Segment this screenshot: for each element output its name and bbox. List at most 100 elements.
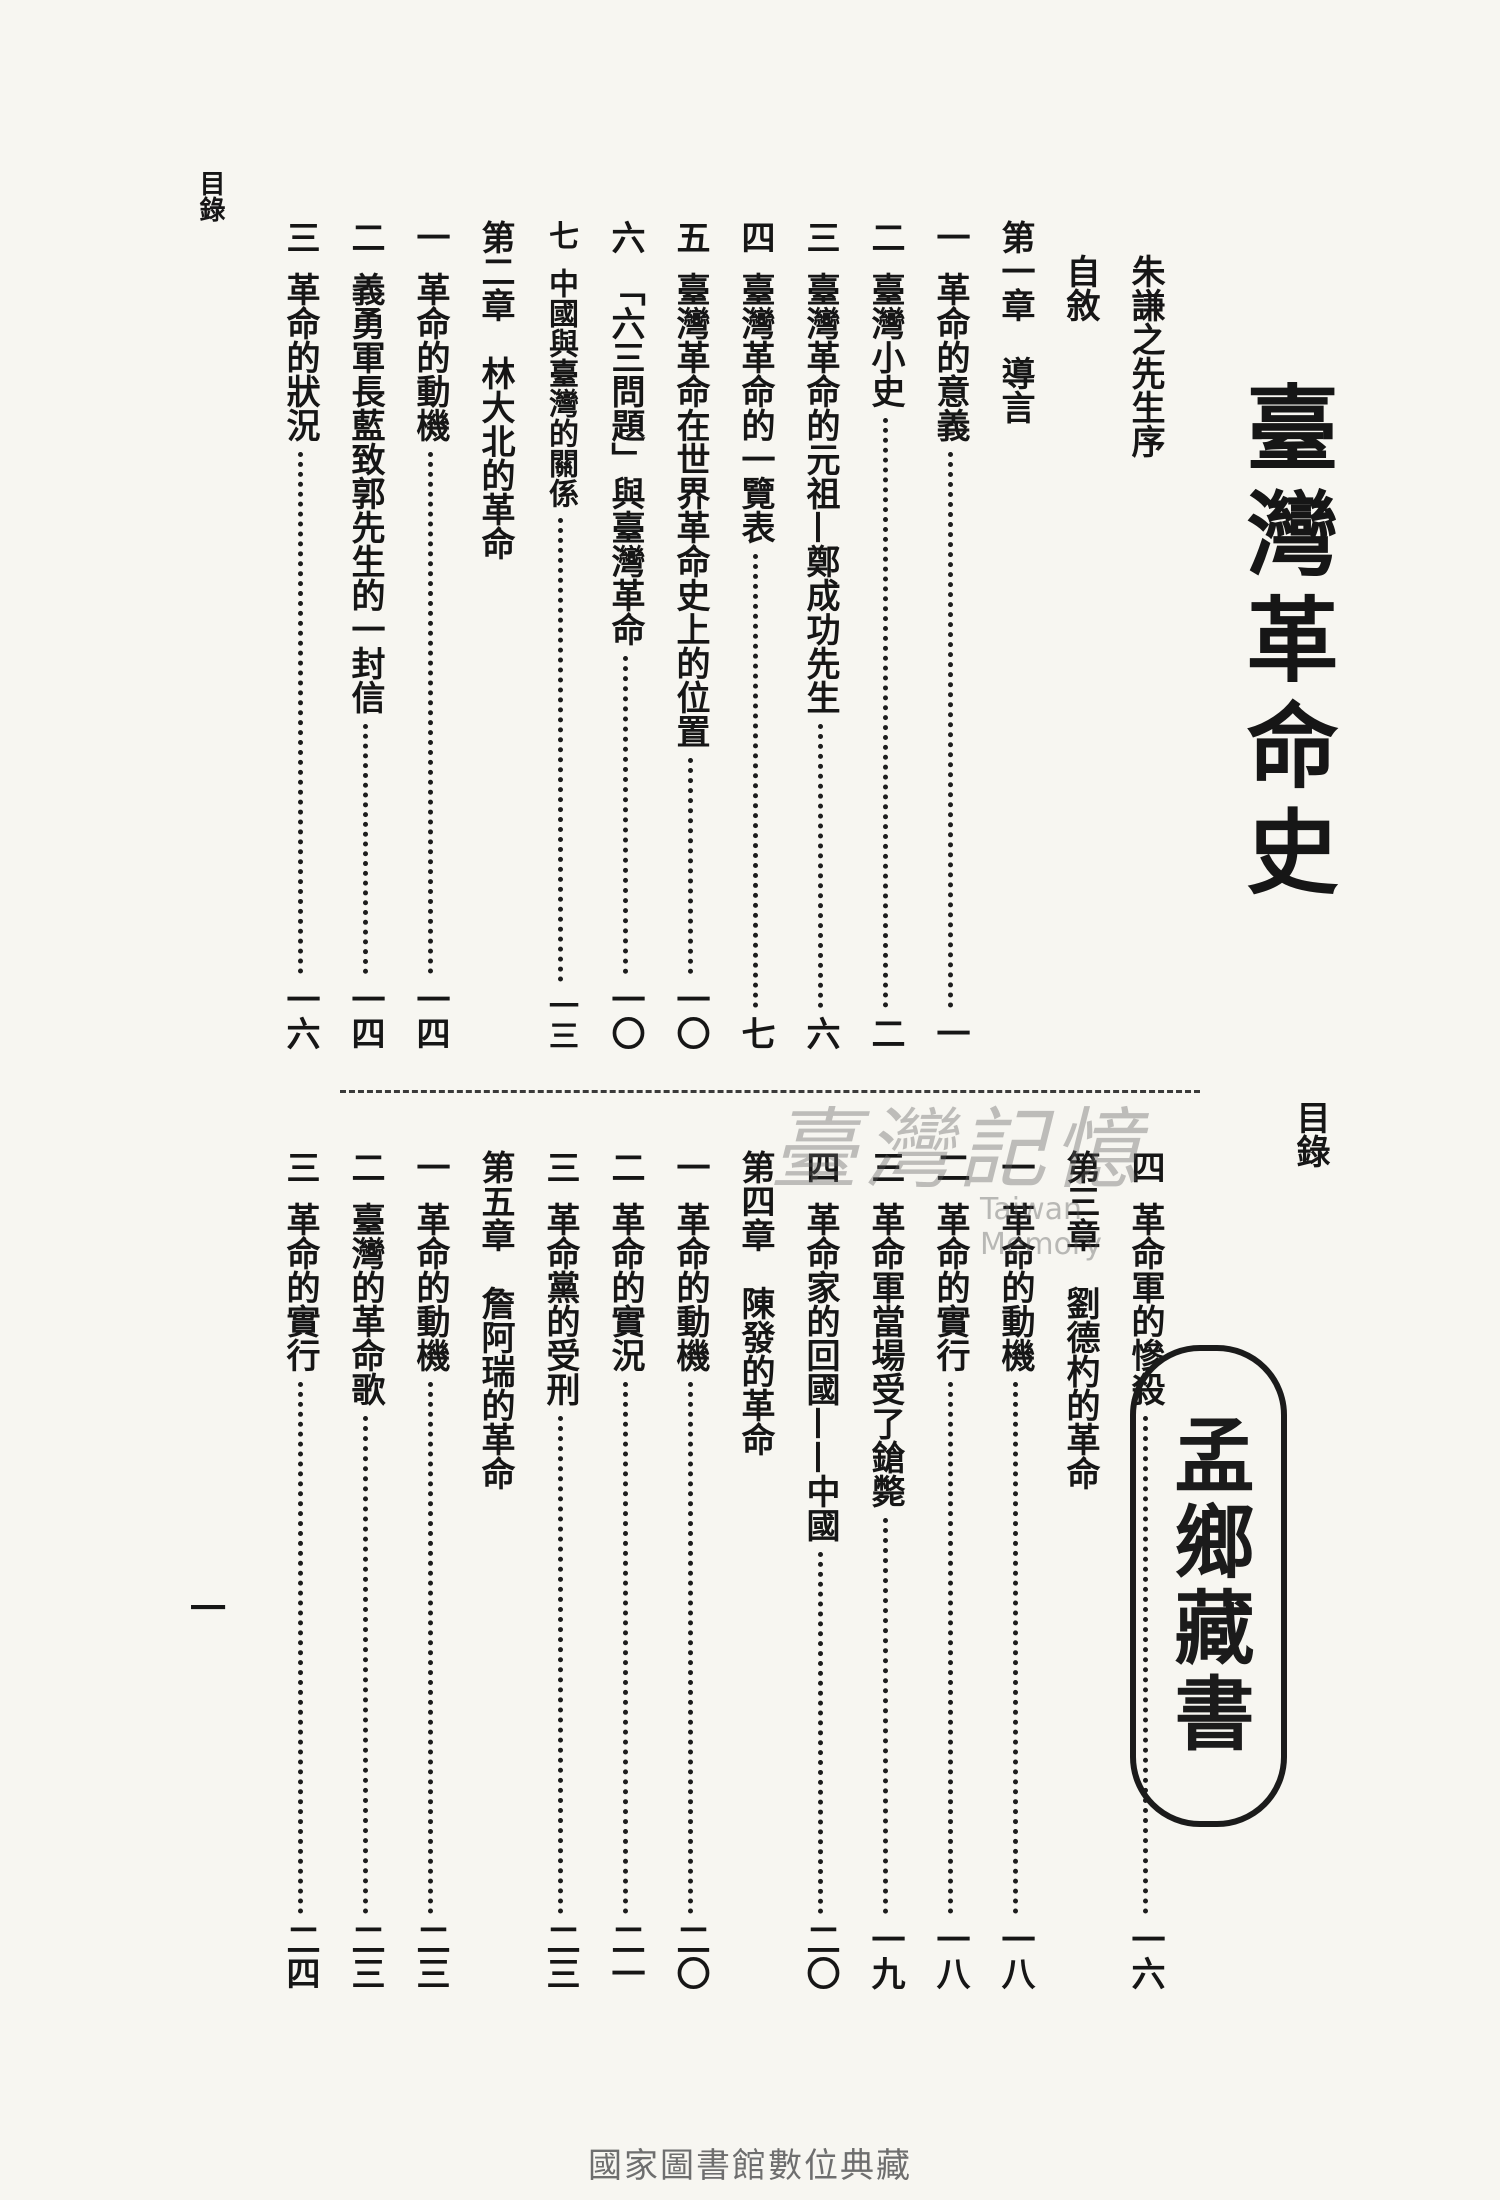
entry-title: 革命的動機	[410, 272, 450, 442]
entry-title: 導言	[995, 356, 1035, 424]
dot-leader	[557, 518, 563, 982]
entry-title: 革命黨的受刑	[540, 1202, 580, 1406]
collector-seal: 孟鄉藏書	[1130, 1345, 1287, 1827]
entry-page-number: 六	[800, 1016, 840, 1050]
toc-entry: 二臺灣小史二	[865, 220, 905, 1050]
entry-title: 革命的動機	[995, 1202, 1035, 1372]
entry-page-number: 二一	[605, 1922, 645, 1990]
dot-leader	[362, 1416, 368, 1914]
dot-leader	[622, 656, 628, 974]
dot-leader	[817, 1552, 823, 1914]
entry-number: 三	[280, 220, 320, 254]
dot-leader	[947, 1382, 953, 1914]
entry-title: 詹阿瑞的革命	[475, 1286, 515, 1490]
chapter-heading: 第二章林大北的革命	[475, 220, 515, 560]
entry-title: 革命家的回國——中國	[800, 1202, 840, 1542]
chapter-heading: 朱謙之先生序	[1125, 220, 1165, 458]
footer-credit: 國家圖書館數位典藏	[588, 2146, 912, 2186]
entry-title: 革命軍當場受了鎗斃	[865, 1202, 905, 1508]
book-title: 臺灣革命史	[1231, 380, 1339, 910]
toc-entry: 三臺灣革命的元祖—鄭成功先生六	[800, 220, 840, 1050]
entry-title: 革命的實況	[605, 1202, 645, 1372]
entry-title: 臺灣的革命歌	[345, 1202, 385, 1406]
dot-leader	[817, 724, 823, 1008]
entry-title: 陳發的革命	[735, 1286, 775, 1456]
entry-number: 四	[800, 1150, 840, 1184]
entry-number: 一	[995, 1150, 1035, 1184]
dot-leader	[362, 724, 368, 974]
entry-number: 五	[670, 220, 710, 254]
entry-number: 一	[410, 1150, 450, 1184]
entry-title: 朱謙之先生序	[1125, 254, 1165, 458]
entry-number: 三	[800, 220, 840, 254]
dot-leader	[882, 418, 888, 1008]
dot-leader	[427, 1382, 433, 1914]
entry-number: 六	[605, 220, 645, 254]
entry-page-number: 一六	[1125, 1922, 1165, 1990]
entry-page-number: 二〇	[670, 1922, 710, 1990]
toc-entry: 一革命的動機二三	[410, 1150, 450, 1990]
entry-number: 第五章	[475, 1150, 515, 1252]
toc-entry: 三革命軍當場受了鎗斃一九	[865, 1150, 905, 1990]
dot-leader	[1142, 1416, 1148, 1914]
dot-leader	[297, 1382, 303, 1914]
toc-entry: 三革命的狀況一六	[280, 220, 320, 1050]
entry-title: 革命的意義	[930, 272, 970, 442]
entry-number: 二	[345, 1150, 385, 1184]
entry-title: 「六三問題」與臺灣革命	[605, 272, 645, 646]
entry-page-number: 一六	[280, 982, 320, 1050]
chapter-heading: 第一章導言	[995, 220, 1035, 424]
section-divider	[340, 1090, 1200, 1093]
toc-entry: 六「六三問題」與臺灣革命一〇	[605, 220, 645, 1050]
entry-title: 臺灣革命的一覽表	[735, 272, 775, 544]
entry-page-number: 二	[865, 1016, 905, 1050]
toc-entry: 五臺灣革命在世界革命史上的位置一〇	[670, 220, 710, 1050]
toc-entry: 二革命的實況二一	[605, 1150, 645, 1990]
toc-entry: 四臺灣革命的一覽表七	[735, 220, 775, 1050]
entry-page-number: 一三	[543, 990, 578, 1050]
entry-number: 四	[735, 220, 775, 254]
dot-leader	[752, 554, 758, 1008]
entry-title: 臺灣革命的元祖—鄭成功先生	[800, 272, 840, 714]
dot-leader	[687, 1382, 693, 1914]
entry-page-number: 一	[930, 1016, 970, 1050]
entry-title: 臺灣小史	[865, 272, 905, 408]
toc-entry: 二義勇軍長藍致郭先生的一封信一四	[345, 220, 385, 1050]
toc-entry: 一革命的意義一	[930, 220, 970, 1050]
folio-number: 一	[190, 1588, 227, 1630]
entry-title: 革命的動機	[410, 1202, 450, 1372]
entry-page-number: 二三	[345, 1922, 385, 1990]
entry-title: 臺灣革命在世界革命史上的位置	[670, 272, 710, 748]
chapter-heading: 第三章劉德杓的革命	[1060, 1150, 1100, 1490]
entry-page-number: 一四	[345, 982, 385, 1050]
chapter-heading: 自敘	[1060, 220, 1100, 322]
entry-number: 第二章	[475, 220, 515, 322]
chapter-heading: 第四章陳發的革命	[735, 1150, 775, 1456]
dot-leader	[687, 758, 693, 974]
entry-page-number: 一八	[995, 1922, 1035, 1990]
dot-leader	[297, 452, 303, 974]
entry-number: 三	[540, 1150, 580, 1184]
chapter-heading: 第五章詹阿瑞的革命	[475, 1150, 515, 1490]
entry-number: 四	[1125, 1150, 1165, 1184]
toc-label: 目錄	[1290, 1100, 1330, 1168]
entry-page-number: 一四	[410, 982, 450, 1050]
entry-page-number: 二三	[540, 1922, 580, 1990]
toc-entry: 七中國與臺灣的關係一三	[540, 220, 580, 1050]
entry-number: 二	[345, 220, 385, 254]
entry-title: 劉德杓的革命	[1060, 1286, 1100, 1490]
toc-entry: 二臺灣的革命歌二三	[345, 1150, 385, 1990]
entry-title: 革命的實行	[930, 1202, 970, 1372]
entry-page-number: 二〇	[800, 1922, 840, 1990]
toc-entry: 二革命的實行一八	[930, 1150, 970, 1990]
entry-number: 第一章	[995, 220, 1035, 322]
entry-number: 第四章	[735, 1150, 775, 1252]
dot-leader	[947, 452, 953, 1008]
entry-page-number: 二四	[280, 1922, 320, 1990]
entry-page-number: 一八	[930, 1922, 970, 1990]
entry-number: 二	[865, 220, 905, 254]
entry-number: 二	[930, 1150, 970, 1184]
entry-number: 三	[865, 1150, 905, 1184]
toc-entry: 一革命的動機一四	[410, 220, 450, 1050]
